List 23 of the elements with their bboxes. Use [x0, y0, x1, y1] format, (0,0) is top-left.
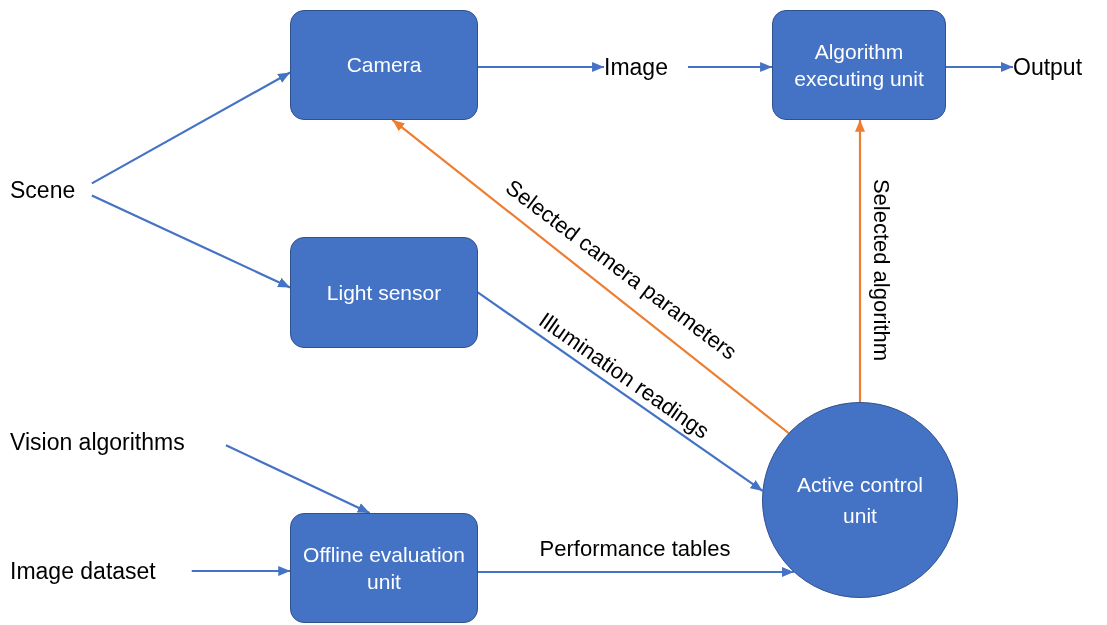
arrow	[855, 119, 865, 403]
arrow	[91, 71, 291, 185]
arrow	[191, 566, 291, 576]
edge-label: Performance tables	[539, 536, 731, 562]
text-label: Image	[604, 53, 688, 81]
text-label: Scene	[10, 176, 92, 204]
arrow	[477, 62, 605, 72]
process-box: Algorithm executing unit	[772, 10, 946, 120]
arrow	[945, 62, 1014, 72]
arrow	[391, 119, 790, 434]
arrow	[687, 62, 773, 72]
arrow	[477, 291, 764, 492]
text-label: Vision algorithms	[10, 428, 226, 456]
process-box: Light sensor	[290, 237, 478, 348]
process-box: Camera	[290, 10, 478, 120]
arrow	[225, 444, 371, 514]
text-label: Image dataset	[10, 557, 192, 585]
control-circle: Active control unit	[762, 402, 958, 598]
text-label: Output	[1013, 53, 1105, 81]
arrow	[477, 567, 794, 577]
edge-label: Selected algorithm	[868, 178, 894, 362]
arrow	[91, 194, 291, 289]
process-box: Offline evaluation unit	[290, 513, 478, 623]
